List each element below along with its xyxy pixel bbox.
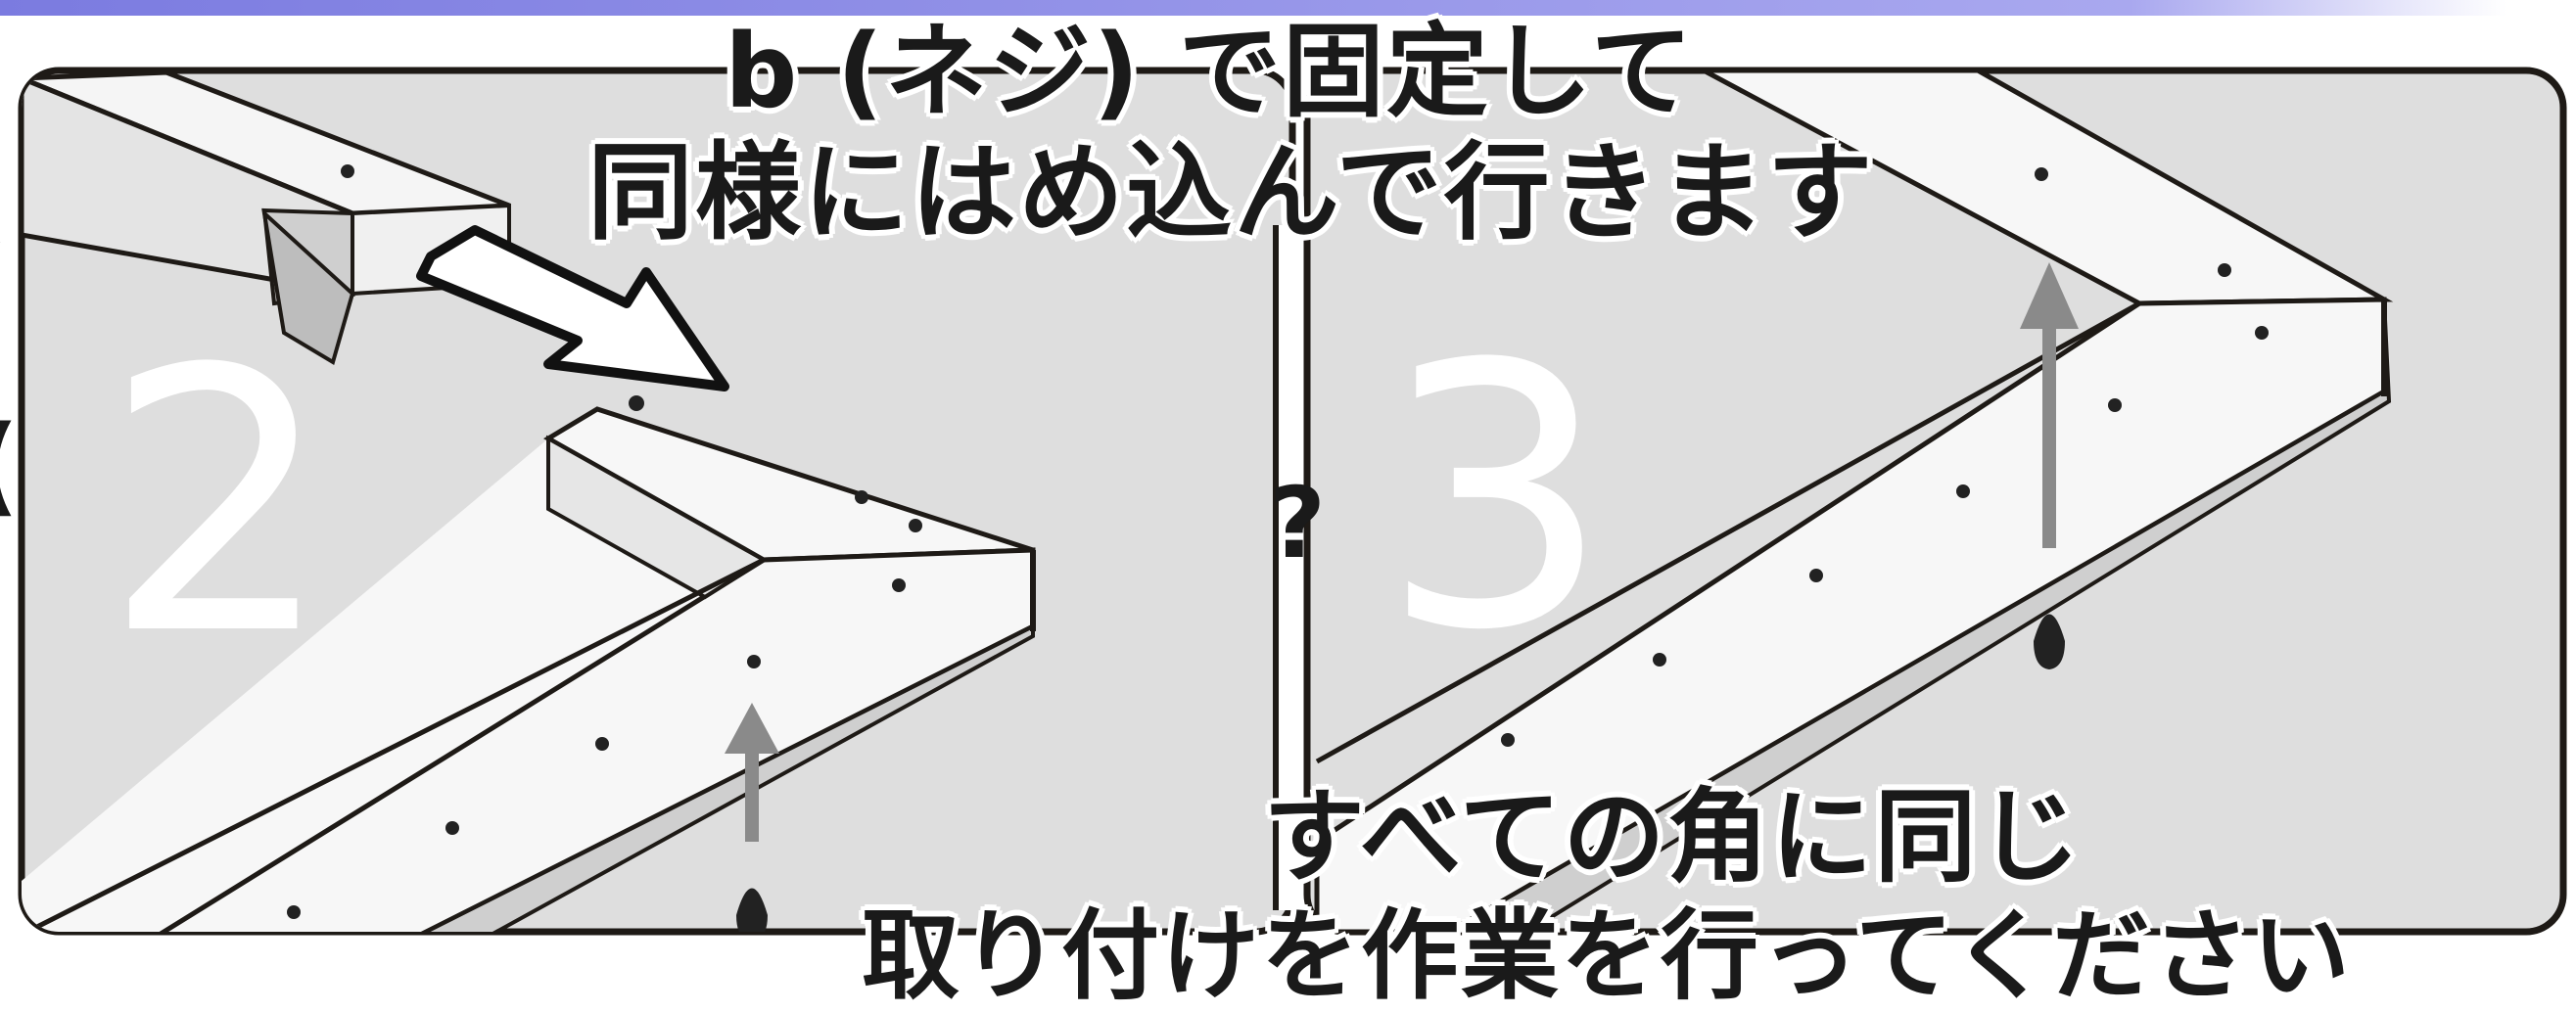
left-edge-glyph-bottom: ( — [0, 411, 20, 519]
caption-line-4: 取り付けを作業を行ってください — [862, 902, 2352, 1010]
caption-line-2: 同様にはめ込んで行きます — [587, 137, 1875, 251]
step-number-3: 3 — [1381, 318, 1611, 680]
step-number-2: 2 — [103, 323, 333, 685]
caption-line-3: すべての角に同じ — [1263, 783, 2083, 891]
caption-line-1: b (ネジ) で固定して — [725, 18, 1695, 125]
middle-edge-glyph: ? — [1269, 470, 1326, 577]
